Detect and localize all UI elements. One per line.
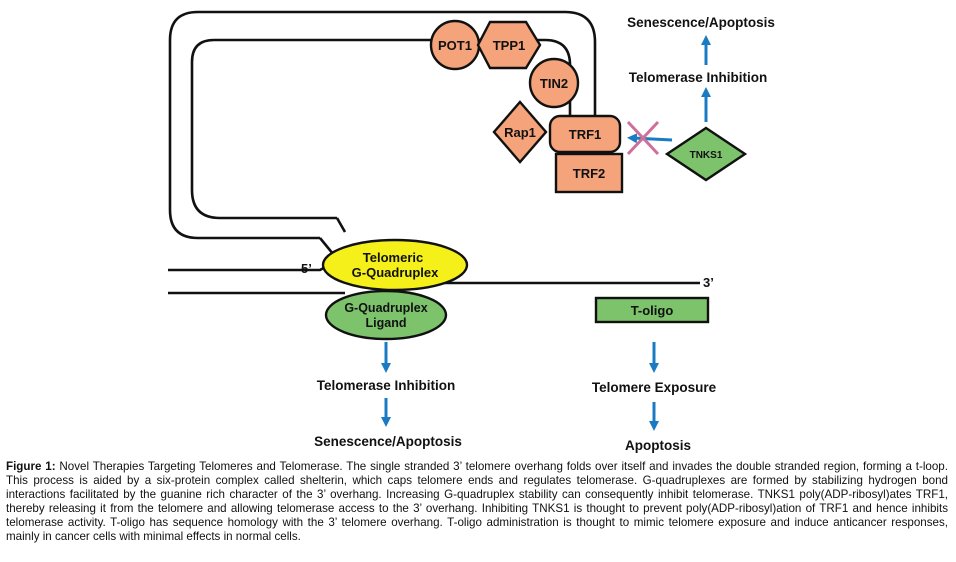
t-oligo-label: T-oligo — [631, 303, 674, 318]
ligand-ellipse — [324, 289, 448, 341]
inhibition-x-mark — [626, 120, 660, 156]
loop-outer-strand — [168, 10, 597, 240]
g-quadruplex-ellipse — [321, 238, 469, 292]
trf1-box — [548, 114, 622, 154]
trf2-label: TRF2 — [573, 166, 606, 181]
five-prime-label: 5’ — [301, 261, 312, 276]
g-quadruplex-label-line1: Telomeric — [363, 250, 423, 265]
caption-label: Figure 1: — [6, 460, 56, 473]
oligo-outcome-label: Apoptosis — [625, 438, 691, 453]
three-prime-label: 3’ — [703, 275, 714, 290]
tin2-label: TIN2 — [540, 76, 568, 91]
oligo-mechanism-label: Telomere Exposure — [592, 380, 717, 395]
ligand-label-line2: Ligand — [366, 316, 407, 330]
ligand-mechanism-label: Telomerase Inhibition — [317, 378, 456, 393]
pot1-label: POT1 — [438, 38, 472, 53]
figure-caption: Figure 1: Novel Therapies Targeting Telo… — [6, 460, 948, 544]
shelterin-complex — [429, 19, 624, 194]
tpp1-label: TPP1 — [493, 38, 526, 53]
top-mechanism-label: Telomerase Inhibition — [629, 70, 768, 85]
t-loop-strands — [168, 10, 700, 295]
rap1-label: Rap1 — [504, 125, 536, 140]
tnks1-diamond — [664, 126, 748, 182]
tnks1-label: TNKS1 — [690, 150, 723, 161]
trf2-box — [554, 152, 624, 194]
tin2-shape — [528, 57, 580, 109]
loop-inner-strand — [190, 38, 572, 220]
rap1-diamond — [492, 100, 548, 164]
tpp1-hexagon — [476, 20, 542, 70]
g-quadruplex-label-line2: G-Quadruplex — [352, 265, 439, 280]
telomere-therapy-diagram: 5’ 3’ POT1 TPP1 TIN2 Rap1 TRF1 TRF2 TNKS… — [168, 10, 775, 453]
tnks1-arrow — [627, 133, 673, 144]
ligand-outcome-label: Senescence/Apoptosis — [314, 434, 462, 449]
inner-connector — [335, 217, 347, 233]
ligand-label-line1: G-Quadruplex — [344, 301, 427, 315]
top-outcome-label: Senescence/Apoptosis — [627, 15, 775, 30]
trf1-label: TRF1 — [569, 127, 602, 142]
five-prime-strand — [168, 258, 339, 272]
t-oligo-box — [594, 296, 710, 324]
caption-text: Novel Therapies Targeting Telomeres and … — [6, 460, 948, 543]
